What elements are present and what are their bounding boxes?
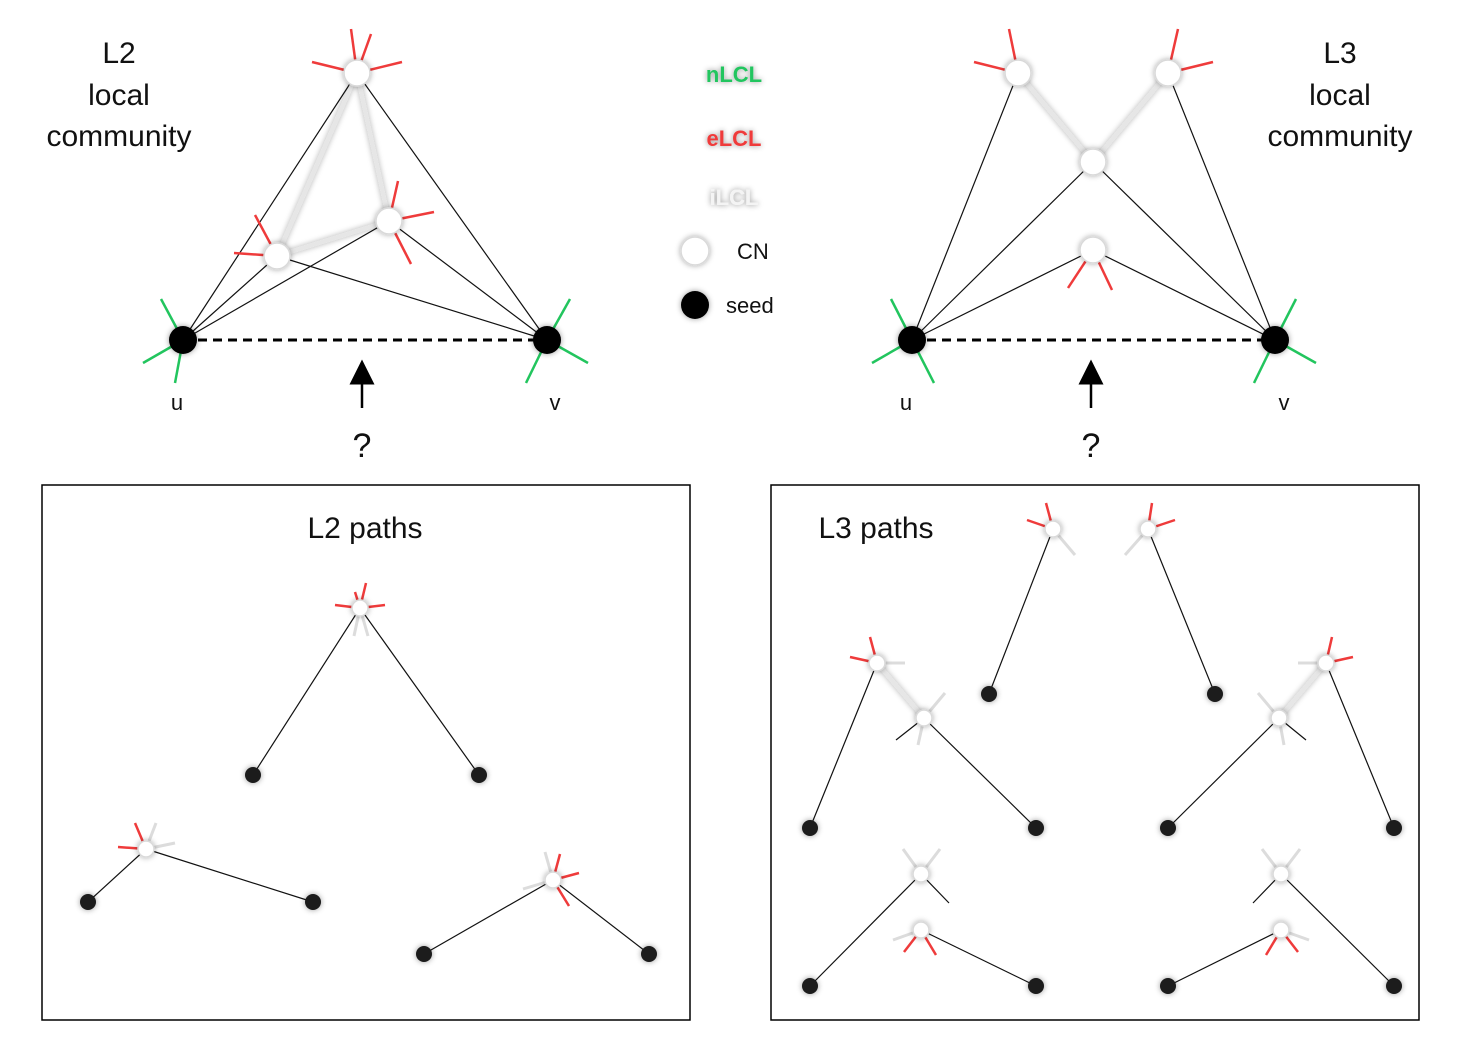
- l3-title-line-1: L3: [1323, 37, 1356, 70]
- l2-common-neighbor: [375, 207, 403, 235]
- l2-path: [245, 582, 487, 783]
- l2-seed-u-label: u: [171, 390, 183, 415]
- l2-common-neighbor: [343, 59, 371, 87]
- l3-path-seed: [1028, 978, 1044, 994]
- l3-seed-v-label: v: [1279, 390, 1290, 415]
- l3-internal-links: [1016, 71, 1170, 250]
- l2-common-neighbor: [263, 242, 291, 270]
- l2-title-line-2: local: [88, 79, 150, 112]
- l3-path-seed: [1386, 820, 1402, 836]
- l2-path-seed: [305, 894, 321, 910]
- l3-paths-panel: L3 paths: [770, 484, 1420, 1021]
- l3-common-neighbor: [1004, 59, 1032, 87]
- l3-path-seed: [802, 820, 818, 836]
- l2-paths-panel: L2 paths: [41, 484, 691, 1021]
- l3-title-line-3: community: [1267, 120, 1412, 153]
- l3-paths-title: L3 paths: [818, 512, 933, 545]
- l3-local-community: L3 local community: [871, 28, 1413, 465]
- l3-seed-u-label: u: [900, 390, 912, 415]
- l3-path-seed: [1207, 686, 1223, 702]
- l3-path-common-neighbor: [915, 709, 933, 727]
- legend: nLCL eLCL iLCL CN seed: [680, 62, 774, 319]
- l3-path: [802, 636, 1044, 836]
- l3-thin-links: [911, 72, 1276, 341]
- l2-paths-title: L2 paths: [307, 512, 422, 545]
- l2-thin-links: [182, 72, 548, 341]
- l3-path-common-neighbor: [912, 921, 930, 939]
- l2-external-stubs: [233, 28, 435, 265]
- l3-path-seed: [802, 978, 818, 994]
- l3-path: [802, 848, 1044, 994]
- l2-internal-links: [275, 72, 391, 258]
- l2-path-seed: [641, 946, 657, 962]
- l2-path-seed: [416, 946, 432, 962]
- l3-common-neighbor: [1154, 59, 1182, 87]
- l3-path: [1160, 636, 1402, 836]
- l2-path-common-neighbor: [351, 599, 369, 617]
- l3-common-neighbor: [1079, 236, 1107, 264]
- l3-title-line-2: local: [1309, 79, 1371, 112]
- l2-local-community: L2 local community: [46, 28, 589, 465]
- l2-path-seed: [471, 767, 487, 783]
- l2-path-seed: [80, 894, 96, 910]
- legend-seed-label: seed: [726, 293, 774, 318]
- l3-path: [981, 502, 1223, 702]
- l3-seed-v: [1261, 326, 1289, 354]
- l3-path-seed: [1386, 978, 1402, 994]
- l3-path: [1160, 848, 1402, 994]
- l3-path-common-neighbor: [912, 865, 930, 883]
- legend-ilcl: iLCL: [710, 185, 759, 210]
- l2-path: [80, 822, 321, 910]
- legend-elcl: eLCL: [707, 126, 762, 151]
- l3-path-common-neighbor: [1272, 865, 1290, 883]
- l2-title-line-1: L2: [102, 37, 135, 70]
- l3-common-neighbor: [1079, 148, 1107, 176]
- l3-path-seed: [1160, 978, 1176, 994]
- l2-seed-v-label: v: [550, 390, 561, 415]
- l2-path-common-neighbor: [544, 871, 562, 889]
- l3-path-common-neighbor: [1044, 520, 1062, 538]
- l3-paths-frame: [770, 484, 1420, 1021]
- l3-seed-u: [898, 326, 926, 354]
- l3-path-seed: [981, 686, 997, 702]
- legend-cn-icon: [680, 236, 710, 266]
- l2-title-line-3: community: [46, 120, 191, 153]
- l2-path-seed: [245, 767, 261, 783]
- legend-nlcl: nLCL: [706, 62, 762, 87]
- l2-seed-v: [533, 326, 561, 354]
- l3-path-common-neighbor: [1317, 654, 1335, 672]
- l3-path-common-neighbor: [868, 654, 886, 672]
- l2-path-common-neighbor: [137, 840, 155, 858]
- l2-path: [416, 851, 657, 962]
- l2-seed-u: [169, 326, 197, 354]
- legend-cn-label: CN: [737, 239, 769, 264]
- l3-question-mark: ?: [1082, 427, 1101, 465]
- l3-path-common-neighbor: [1139, 520, 1157, 538]
- l3-path-seed: [1028, 820, 1044, 836]
- l3-path-common-neighbor: [1270, 709, 1288, 727]
- l2-question-mark: ?: [353, 427, 372, 465]
- l3-path-seed: [1160, 820, 1176, 836]
- legend-seed-icon: [681, 291, 709, 319]
- l2-paths-frame: [41, 484, 691, 1021]
- l3-path-common-neighbor: [1272, 921, 1290, 939]
